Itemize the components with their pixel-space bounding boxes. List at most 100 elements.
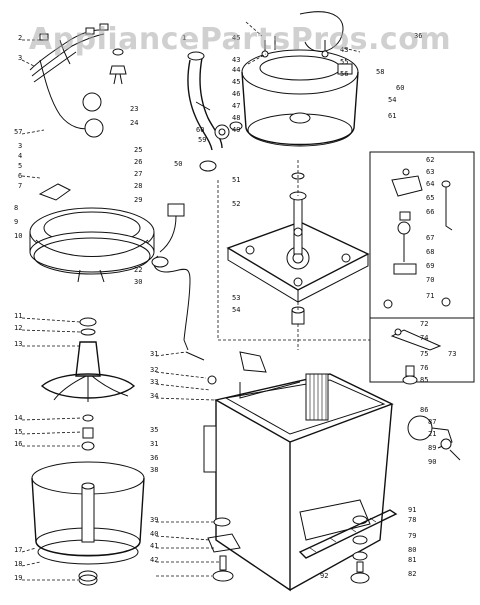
callout-left-18: 16 [14, 440, 22, 448]
callout-right-21: 75 [420, 350, 428, 358]
callout-center-3: 28 [134, 182, 142, 190]
callout-left-15: 13 [14, 340, 22, 348]
callout-right-11: 65 [426, 194, 434, 202]
callout-right-8: 62 [426, 156, 434, 164]
callout-top-0: 1 [182, 34, 186, 42]
callout-right-12: 66 [426, 208, 434, 216]
callout-left-12: 10 [14, 232, 22, 240]
callout-center-13: 36 [150, 454, 158, 462]
cabinet [185, 351, 394, 592]
callout-left-17: 15 [14, 428, 22, 436]
callout-top-11: 50 [174, 160, 182, 168]
callout-top-6: 47 [232, 102, 240, 110]
callout-right-15: 69 [426, 262, 434, 270]
callout-right-25: 87 [428, 418, 436, 426]
callout-right-14: 68 [426, 248, 434, 256]
wash-basket [31, 461, 145, 586]
callout-center-12: 31 [150, 440, 158, 448]
callout-center-16: 40 [150, 530, 158, 538]
callout-right-5: 60 [396, 84, 404, 92]
callout-left-3: 24 [130, 119, 138, 127]
callout-right-27: 89 [428, 444, 436, 452]
callout-right-20: 74 [420, 334, 428, 342]
leader-lines [21, 21, 361, 581]
callout-left-13: 11 [14, 312, 22, 320]
callout-left-20: 18 [14, 560, 22, 568]
callout-top-1: 45 [232, 34, 240, 42]
agitator [40, 317, 136, 451]
callout-left-10: 8 [14, 204, 18, 212]
callout-left-1: 3 [18, 54, 22, 62]
callout-left-19: 17 [14, 546, 22, 554]
callout-center-1: 26 [134, 158, 142, 166]
callout-right-16: 70 [426, 276, 434, 284]
callout-left-14: 12 [14, 324, 22, 332]
inset-detail-box [369, 151, 475, 385]
callout-top-7: 48 [232, 114, 240, 122]
callout-right-0: 36 [414, 32, 422, 40]
callout-center-10: 34 [150, 392, 158, 400]
callout-right-35: 92 [320, 572, 328, 580]
callout-right-18: 72 [420, 320, 428, 328]
callout-center-5: 22 [134, 266, 142, 274]
callout-center-17: 41 [150, 542, 158, 550]
callout-right-30: 78 [408, 516, 416, 524]
callout-left-2: 23 [130, 105, 138, 113]
callout-top-5: 46 [232, 90, 240, 98]
callout-left-9: 7 [18, 182, 22, 190]
callout-left-21: 19 [14, 574, 22, 582]
callout-center-4: 29 [134, 196, 142, 204]
callout-left-5: 3 [18, 142, 22, 150]
callout-top-8: 49 [232, 126, 240, 134]
callout-right-10: 64 [426, 180, 434, 188]
callout-right-29: 91 [408, 506, 416, 514]
callout-center-11: 35 [150, 426, 158, 434]
callout-top-10: 59 [198, 136, 206, 144]
callout-right-17: 71 [426, 292, 434, 300]
callout-left-8: 6 [18, 172, 22, 180]
transmission-plate [217, 160, 370, 350]
power-cord [151, 203, 191, 351]
leveling-legs [207, 515, 370, 584]
callout-right-4: 58 [376, 68, 384, 76]
callout-right-22: 76 [420, 364, 428, 372]
callout-top-2: 43 [232, 56, 240, 64]
watermark: AppliancePartsPros.com [28, 22, 452, 57]
callout-center-2: 27 [134, 170, 142, 178]
wiring-harness [29, 23, 109, 138]
fittings-62-63 [109, 48, 127, 85]
callout-top-12: 51 [232, 176, 240, 184]
side-rail [298, 509, 398, 559]
callout-numbers: 2323245734567891011121314151617181925262… [14, 32, 456, 582]
callout-right-1: 43 [340, 46, 348, 54]
callout-center-9: 33 [150, 378, 158, 386]
callout-right-23: 85 [420, 376, 428, 384]
callout-center-15: 39 [150, 516, 158, 524]
callout-center-14: 38 [150, 466, 158, 474]
callout-top-14: 53 [232, 294, 240, 302]
callout-top-13: 52 [232, 200, 240, 208]
callout-right-3: 56 [340, 70, 348, 78]
callout-left-6: 4 [18, 152, 22, 160]
drain-hose [187, 51, 243, 172]
callout-right-2: 55 [340, 58, 348, 66]
callout-right-32: 80 [408, 546, 416, 554]
callout-right-33: 81 [408, 556, 416, 564]
callout-right-26: 21 [428, 430, 436, 438]
callout-right-13: 67 [426, 234, 434, 242]
outer-tub [241, 11, 359, 147]
pump-assembly [407, 415, 461, 461]
callout-center-0: 25 [134, 146, 142, 154]
callout-top-4: 45 [232, 78, 240, 86]
callout-left-16: 14 [14, 414, 22, 422]
callout-top-3: 44 [232, 66, 240, 74]
callout-right-31: 79 [408, 532, 416, 540]
callout-top-9: 60 [196, 126, 204, 134]
callout-center-6: 30 [134, 278, 142, 286]
callout-center-7: 31 [150, 350, 158, 358]
callout-right-19: 73 [448, 350, 456, 358]
callout-left-7: 5 [18, 162, 22, 170]
callout-right-6: 54 [388, 96, 396, 104]
